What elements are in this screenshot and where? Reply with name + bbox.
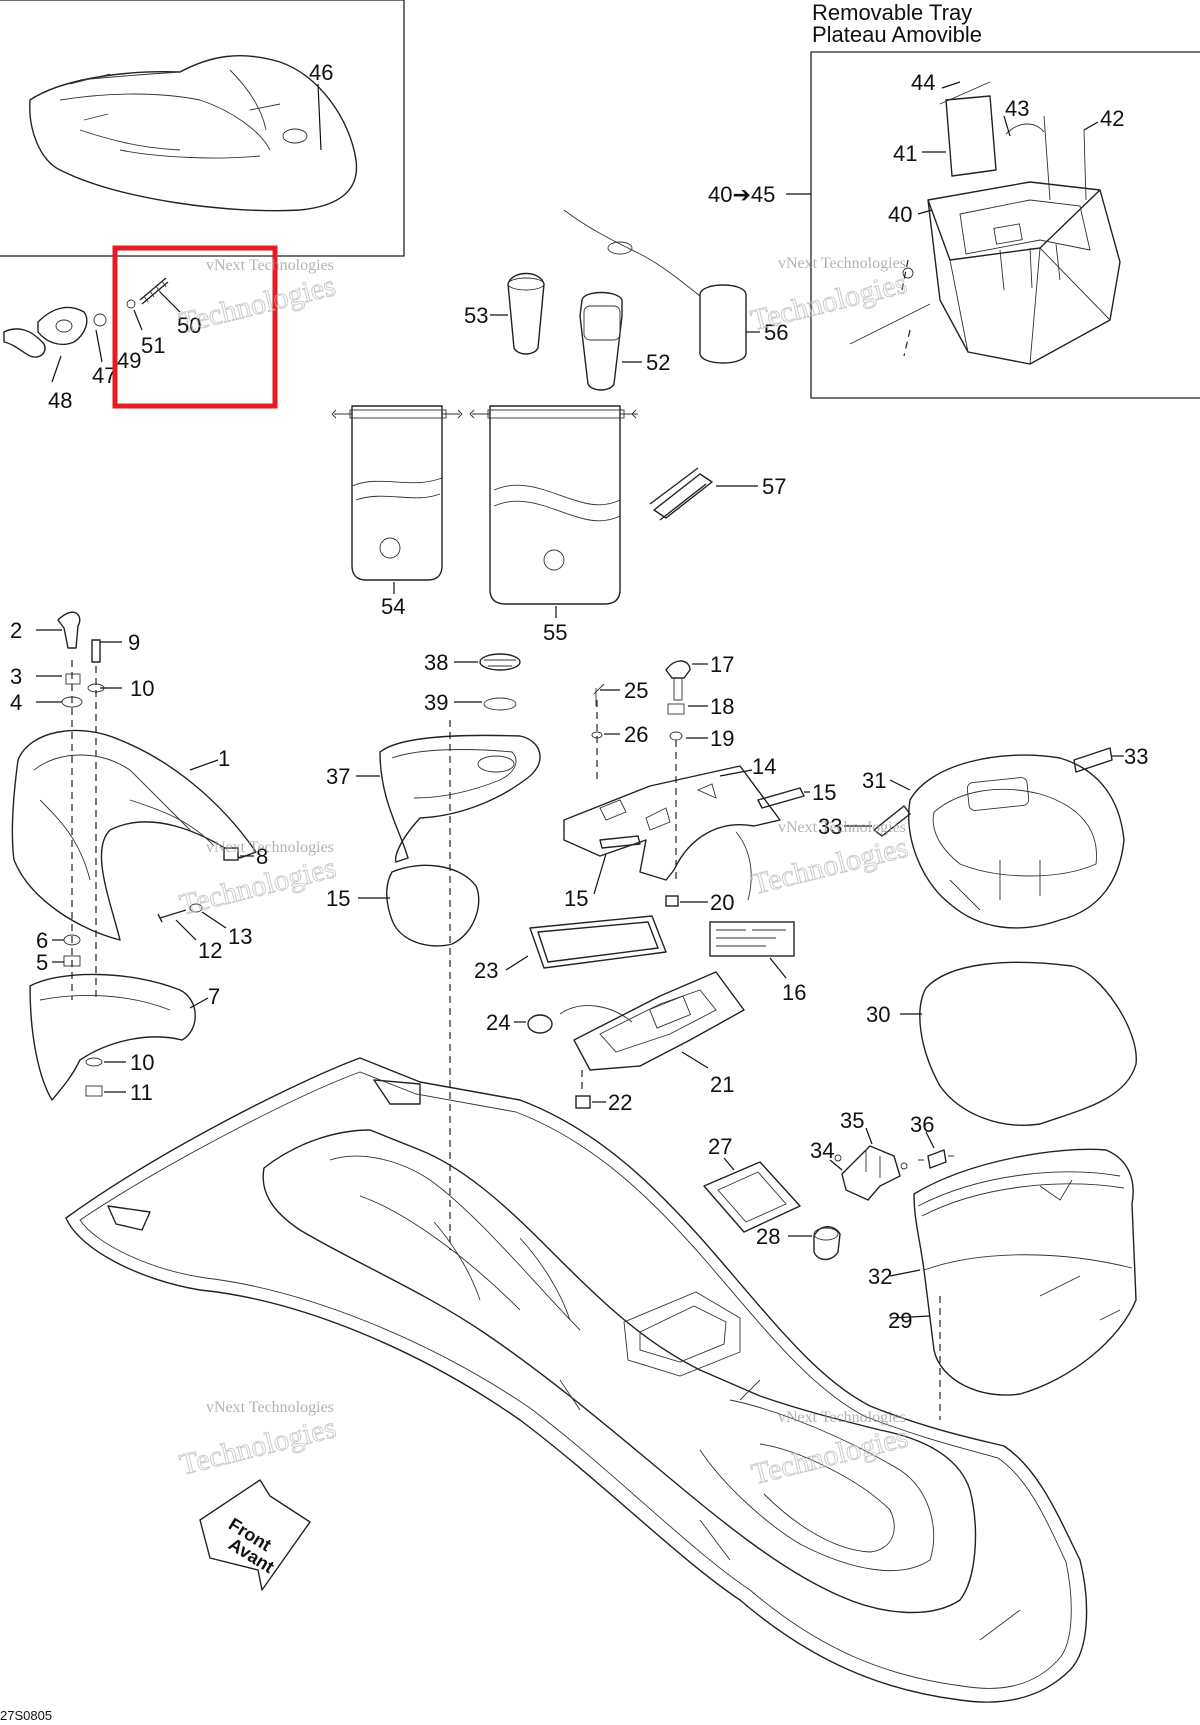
callout-7: 7 — [208, 984, 220, 1009]
callout-6: 6 — [36, 928, 48, 953]
side-panels: 2 9 3 4 10 1 8 12 13 6 5 7 10 11 — [10, 611, 268, 1105]
callout-40-45: 40➔45 — [708, 182, 775, 207]
watermark-1: vNext Technologies — [206, 257, 334, 274]
callout-5: 5 — [36, 950, 48, 975]
callout-13: 13 — [228, 924, 252, 949]
watermark-2b: Technologies — [747, 267, 910, 338]
callout-36: 36 — [910, 1112, 934, 1137]
callout-4: 4 — [10, 690, 22, 715]
accessories: 53 52 56 54 55 57 — [331, 209, 788, 645]
callout-1: 1 — [218, 746, 230, 771]
callout-15b: 15 — [812, 780, 836, 805]
callout-15c: 15 — [564, 886, 588, 911]
callout-33b: 33 — [818, 814, 842, 839]
front-arrow: Front Avant — [199, 1479, 311, 1591]
callout-12: 12 — [198, 938, 222, 963]
callout-9: 9 — [128, 630, 140, 655]
callout-35: 35 — [840, 1108, 864, 1133]
tray-title-fr: Plateau Amovible — [812, 22, 982, 47]
callout-31: 31 — [862, 768, 886, 793]
callout-41: 41 — [893, 141, 917, 166]
callout-44: 44 — [911, 70, 935, 95]
rear-storage-lid: 31 33 33 30 — [818, 744, 1148, 1126]
callout-15a: 15 — [326, 886, 350, 911]
callout-3: 3 — [10, 664, 22, 689]
callout-37: 37 — [326, 764, 350, 789]
callout-23: 23 — [474, 958, 498, 983]
callout-25: 25 — [624, 678, 648, 703]
watermark-5: vNext Technologies — [206, 1399, 334, 1416]
watermark-2: vNext Technologies — [778, 255, 906, 272]
callout-32: 32 — [868, 1264, 892, 1289]
callout-40: 40 — [888, 202, 912, 227]
callout-16: 16 — [782, 980, 806, 1005]
watermarks: vNext Technologies Technologies vNext Te… — [175, 255, 911, 1492]
callout-47: 47 — [92, 363, 116, 388]
callout-10b: 10 — [130, 1050, 154, 1075]
watermark-4b: Technologies — [748, 831, 911, 902]
handle-hardware: 48 47 49 51 50 — [3, 277, 201, 413]
callout-21: 21 — [710, 1072, 734, 1097]
callout-11: 11 — [130, 1080, 153, 1105]
watercraft-cover-drawing — [29, 54, 358, 212]
callout-18: 18 — [710, 694, 734, 719]
console-panel: 25 26 17 18 19 14 15 15 20 16 — [563, 652, 836, 1005]
callout-39: 39 — [424, 690, 448, 715]
callout-2: 2 — [10, 618, 22, 643]
glove-box: 23 24 21 22 — [474, 915, 745, 1115]
callout-46: 46 — [309, 60, 333, 85]
callout-22: 22 — [608, 1090, 632, 1115]
callout-27: 27 — [708, 1134, 732, 1159]
callout-55: 55 — [543, 620, 567, 645]
callout-8: 8 — [256, 844, 268, 869]
callout-24: 24 — [486, 1010, 510, 1035]
removable-tray-inset: Removable Tray Plateau Amovible 44 43 42… — [708, 0, 1200, 399]
callout-43: 43 — [1005, 96, 1029, 121]
watermark-6b: Technologies — [748, 1421, 911, 1492]
callout-33a: 33 — [1124, 744, 1148, 769]
callout-53: 53 — [464, 303, 488, 328]
callout-56: 56 — [764, 320, 788, 345]
callout-52: 52 — [646, 350, 670, 375]
callout-28: 28 — [756, 1224, 780, 1249]
callout-49: 49 — [117, 348, 141, 373]
watermark-4: vNext Technologies — [778, 819, 906, 836]
callout-34: 34 — [810, 1138, 834, 1163]
callout-50: 50 — [177, 313, 201, 338]
callout-29: 29 — [888, 1308, 912, 1333]
warning-label — [709, 921, 795, 957]
callout-19: 19 — [710, 726, 734, 751]
callout-54: 54 — [381, 594, 405, 619]
callout-17: 17 — [710, 652, 734, 677]
watermark-5b: Technologies — [176, 1411, 339, 1482]
callout-51: 51 — [141, 333, 165, 358]
tray-drawing — [849, 81, 1121, 365]
callout-42: 42 — [1100, 106, 1124, 131]
cover-inset: 46 — [0, 0, 405, 257]
highlight-box — [112, 245, 278, 409]
watermark-1b: Technologies — [176, 269, 339, 340]
callout-30: 30 — [866, 1002, 890, 1027]
callout-48: 48 — [48, 388, 72, 413]
tray-title-en: Removable Tray — [812, 0, 972, 25]
callout-38: 38 — [424, 650, 448, 675]
callout-57: 57 — [762, 474, 786, 499]
rear-storage-bucket: 27 28 34 35 36 32 29 — [703, 1108, 1137, 1420]
watermark-3: vNext Technologies — [206, 839, 334, 856]
front-storage-bin: 38 39 37 15 — [326, 650, 541, 1250]
drawing-code: 27S0805 — [0, 1708, 52, 1723]
hull-deck — [65, 1057, 1088, 1703]
callout-14: 14 — [752, 754, 776, 779]
callout-10a: 10 — [130, 676, 154, 701]
watermark-6: vNext Technologies — [778, 1409, 906, 1426]
callout-20: 20 — [710, 890, 734, 915]
callout-26: 26 — [624, 722, 648, 747]
